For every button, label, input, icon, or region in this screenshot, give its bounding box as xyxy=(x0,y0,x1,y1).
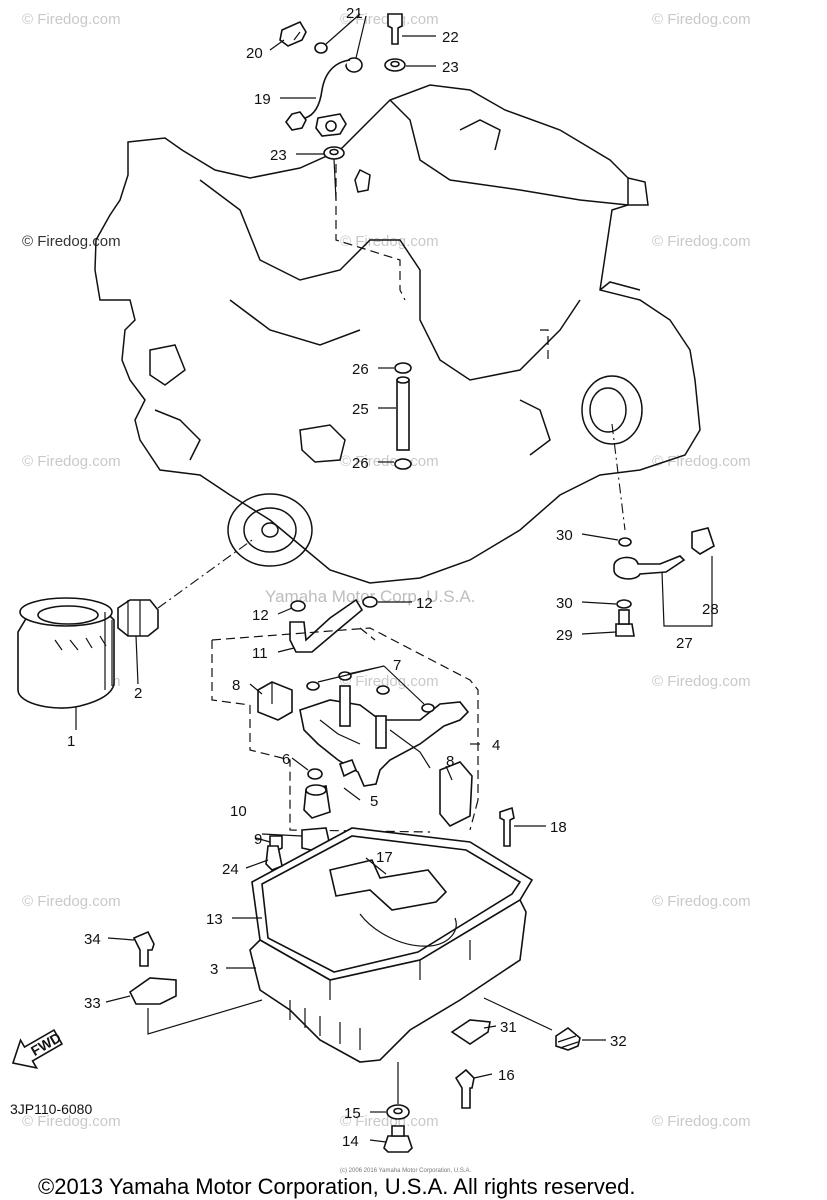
callout-9: 9 xyxy=(254,831,262,848)
callout-13: 13 xyxy=(206,911,223,928)
callout-27: 27 xyxy=(676,635,693,652)
callout-24: 24 xyxy=(222,861,239,878)
watermark: © Firedog.com xyxy=(22,233,121,250)
callout-34: 34 xyxy=(84,931,101,948)
watermark: © Firedog.com xyxy=(22,453,121,470)
oil-strainer-assembly xyxy=(211,627,479,861)
oil-hose-11-group xyxy=(289,596,378,653)
callout-20: 20 xyxy=(246,45,263,62)
callout-8: 8 xyxy=(446,753,454,770)
callout-28: 28 xyxy=(702,601,719,618)
callout-26: 26 xyxy=(352,455,369,472)
callout-3: 3 xyxy=(210,961,218,978)
watermark: © Firedog.com xyxy=(340,673,439,690)
callout-2: 2 xyxy=(134,685,142,702)
callout-labels: 1 2 3 4 5 6 7 8 8 9 10 11 12 12 13 14 15… xyxy=(67,5,719,1150)
callout-25: 25 xyxy=(352,401,369,418)
callout-7: 7 xyxy=(393,657,401,674)
engine-block xyxy=(94,84,701,584)
callout-12: 12 xyxy=(252,607,269,624)
callout-4: 4 xyxy=(492,737,500,754)
tiny-notice: (c) 2006 2016 Yamaha Motor Corporation, … xyxy=(340,1168,472,1174)
watermark: © Firedog.com xyxy=(652,1113,751,1130)
callout-30: 30 xyxy=(556,527,573,544)
callout-30: 30 xyxy=(556,595,573,612)
callout-10: 10 xyxy=(230,803,247,820)
callout-16: 16 xyxy=(498,1067,515,1084)
callout-32: 32 xyxy=(610,1033,627,1050)
callout-26: 26 xyxy=(352,361,369,378)
fwd-label: FWD xyxy=(28,1029,64,1059)
watermark: © Firedog.com xyxy=(652,893,751,910)
watermark: © Firedog.com xyxy=(340,1113,439,1130)
callout-29: 29 xyxy=(556,627,573,644)
callout-1: 1 xyxy=(67,733,75,750)
watermark: © Firedog.com xyxy=(22,1113,121,1130)
watermark: © Firedog.com xyxy=(22,893,121,910)
callout-6: 6 xyxy=(282,751,290,768)
diagram-code: 3JP110-6080 xyxy=(10,1101,92,1117)
forward-arrow-icon: FWD xyxy=(11,1028,64,1069)
watermark: © Firedog.com xyxy=(652,11,751,28)
callout-33: 33 xyxy=(84,995,101,1012)
oil-level-switch-group xyxy=(613,527,715,637)
watermark: © Firedog.com xyxy=(652,673,751,690)
watermark: © Firedog.com xyxy=(22,11,121,28)
callout-14: 14 xyxy=(342,1133,359,1150)
callout-23: 23 xyxy=(442,59,459,76)
callout-12: 12 xyxy=(416,595,433,612)
watermark: © Firedog.com xyxy=(652,233,751,250)
callout-15: 15 xyxy=(344,1105,361,1122)
oil-pipe-25-group xyxy=(394,362,412,470)
callout-18: 18 xyxy=(550,819,567,836)
callout-5: 5 xyxy=(370,793,378,810)
callout-8: 8 xyxy=(232,677,240,694)
oil-delivery-pipe-group xyxy=(279,13,406,201)
callout-21: 21 xyxy=(346,5,363,22)
copyright-text: ©2013 Yamaha Motor Corporation, U.S.A. A… xyxy=(38,1174,635,1199)
oil-filter-group xyxy=(17,539,253,709)
callout-31: 31 xyxy=(500,1019,517,1036)
watermark: © Firedog.com xyxy=(340,233,439,250)
leader-lines xyxy=(75,13,619,1143)
oil-pan-group xyxy=(128,806,581,1153)
callout-11: 11 xyxy=(252,645,268,662)
callout-22: 22 xyxy=(442,29,459,46)
callout-23: 23 xyxy=(270,147,287,164)
callout-17: 17 xyxy=(376,849,393,866)
callout-19: 19 xyxy=(254,91,271,108)
